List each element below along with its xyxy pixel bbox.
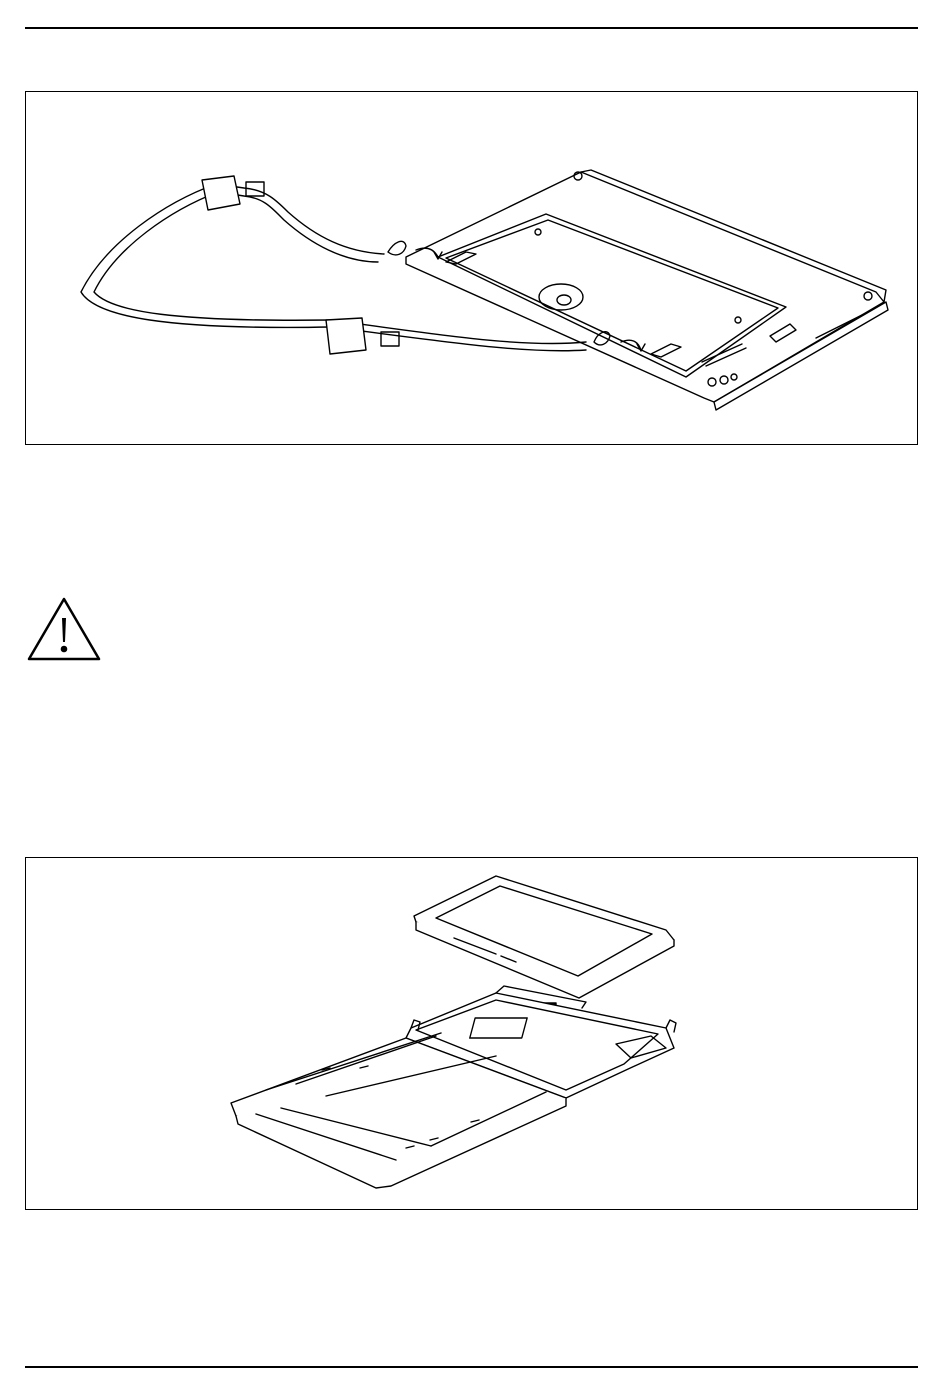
tablet-cover-insert-illustration [26,858,917,1209]
warning-triangle-icon [26,596,102,662]
tablet-shoulder-strap-illustration [26,92,917,444]
header-rule [25,27,918,29]
shoulder-strap-figure [25,91,918,445]
cover-insert-figure [25,857,918,1210]
footer-rule [25,1366,918,1368]
